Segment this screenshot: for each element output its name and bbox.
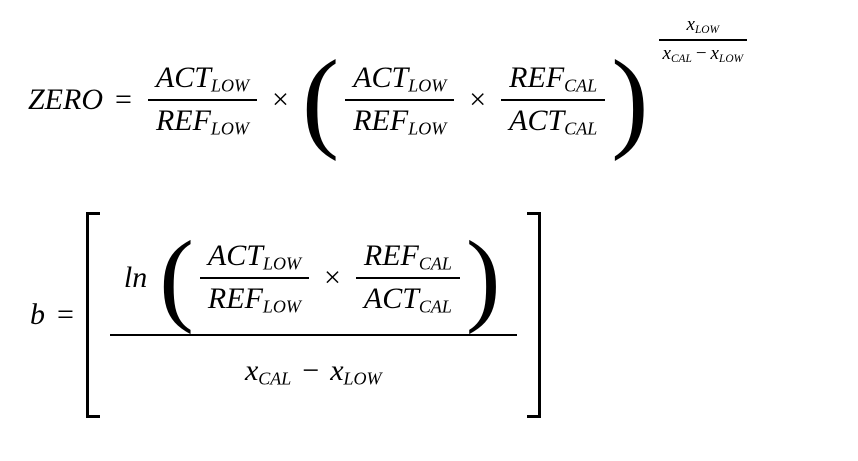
numerator-subscript: LOW [210,75,249,96]
denominator: REFLOW [148,101,257,142]
exponent-numerator-subscript: LOW [694,23,720,36]
numerator: ACTLOW [148,58,257,99]
denominator-subscript: CAL [564,118,598,139]
multiply-sign: × [271,83,289,117]
numerator-base: ACT [155,61,211,94]
exponent-fraction: xLOW xCAL−xLOW [658,12,748,68]
exponent-numerator: xLOW [683,12,724,39]
numerator-base: ACT [353,61,409,94]
open-paren: ( [301,37,340,162]
right-bracket [526,212,541,418]
denominator: REFLOW [345,101,454,142]
denominator-base: REF [155,104,211,138]
denominator-subscript: LOW [408,118,447,139]
denominator-base: ACT [509,104,565,138]
fraction-act-low-over-ref-low: ACTLOW REFLOW [199,236,309,320]
close-paren: ) [465,219,501,335]
denominator-base: REF [353,104,409,138]
zero-lhs: ZERO [28,83,103,117]
open-paren: ( [159,219,194,335]
fraction-ref-cal-over-act-cal: REFCAL ACTCAL [501,58,606,142]
numerator-base: REF [509,61,565,94]
denominator-subscript: LOW [262,296,301,317]
exponent-denominator-term1: x [662,42,671,64]
numerator-base: REF [363,239,419,272]
fraction-act-low-over-ref-low: ACTLOW REFLOW [147,58,257,142]
numerator: ACTLOW [200,236,309,277]
exponent-denominator-term2: x [710,42,719,64]
exponent-denominator-term1-subscript: CAL [670,52,692,65]
numerator: ACTLOW [345,58,454,99]
left-bracket [85,212,100,418]
denominator-term1-subscript: CAL [258,368,292,389]
fraction-bar [147,99,257,102]
fraction-bar [501,99,606,102]
numerator: REFCAL [501,58,605,99]
denominator: REFLOW [200,279,309,320]
denominator: ACTCAL [501,101,605,142]
b-lhs: b [30,297,45,331]
multiply-sign: × [323,261,341,295]
multiply-sign: × [469,83,487,117]
main-numerator: ln ( ACTLOW REFLOW × REFCAL ACTCAL ) [110,212,517,334]
denominator-base: REF [207,282,263,316]
numerator-subscript: CAL [564,75,598,96]
denominator-term2-subscript: LOW [343,368,382,389]
main-fraction-bar [109,334,517,337]
exponent-denominator: xCAL−xLOW [659,41,748,68]
exponent-denominator-term2-subscript: LOW [718,52,744,65]
numerator-base: ACT [207,239,263,272]
fraction-ref-cal-over-act-cal: REFCAL ACTCAL [355,236,460,320]
main-fraction: ln ( ACTLOW REFLOW × REFCAL ACTCAL ) xCA… [109,212,517,418]
fraction-act-low-over-ref-low: ACTLOW REFLOW [345,58,455,142]
minus-sign: − [302,354,320,388]
denominator-term2: x [330,354,344,388]
fraction-bar [658,38,748,41]
denominator: ACTCAL [356,279,460,320]
exponent-numerator-base: x [686,14,695,35]
fraction-bar [345,99,455,102]
close-paren: ) [611,37,649,162]
natural-log-label: ln [123,261,148,295]
equation-zero: ZERO = ACTLOW REFLOW × ( ACTLOW REFLOW ×… [28,14,751,162]
numerator: REFCAL [356,236,460,277]
numerator-subscript: LOW [262,253,301,274]
equation-b: b = ln ( ACTLOW REFLOW × REFCAL ACTCAL ) [30,212,541,418]
denominator-base: ACT [363,282,419,316]
numerator-subscript: LOW [408,75,447,96]
equals-sign: = [115,83,132,117]
main-denominator: xCAL−xLOW [245,336,382,417]
denominator-subscript: LOW [210,118,249,139]
numerator-subscript: CAL [418,253,452,274]
denominator-subscript: CAL [418,296,452,317]
denominator-term1: x [244,354,259,388]
equals-sign: = [57,297,74,331]
fraction-bar [199,277,309,280]
minus-sign: − [695,42,707,64]
fraction-bar [355,277,460,280]
